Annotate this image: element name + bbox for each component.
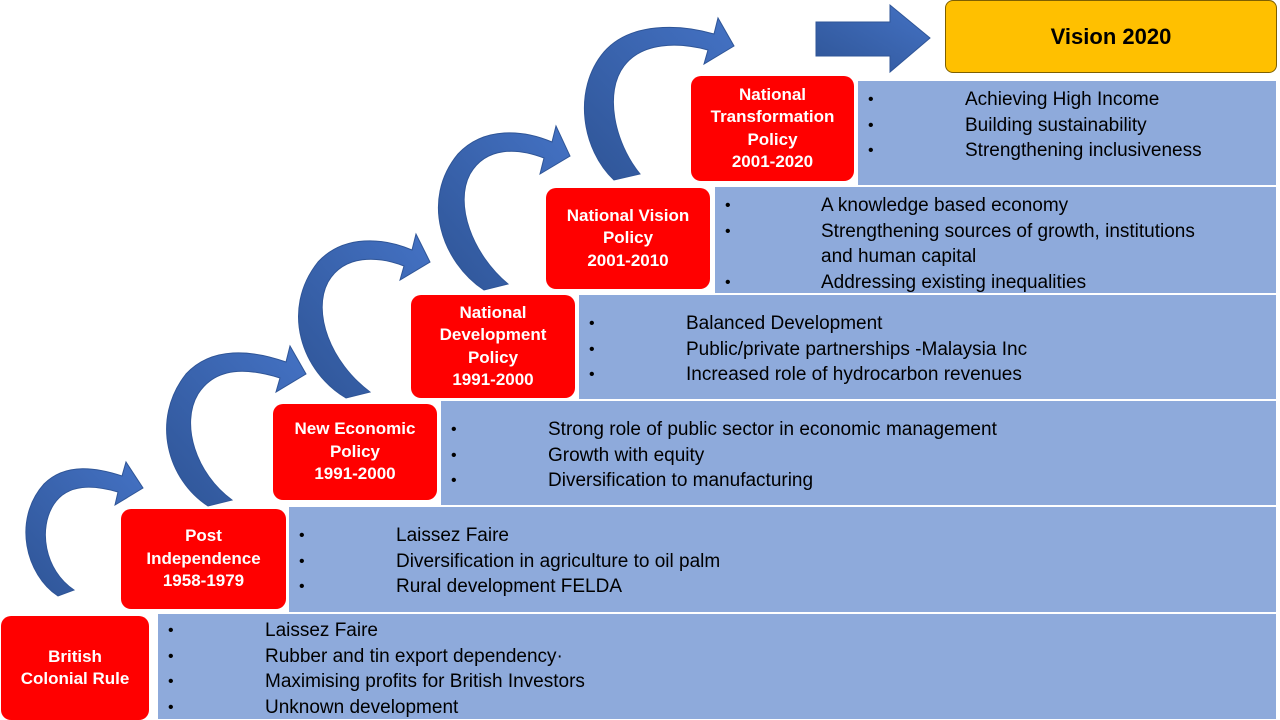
vision-2020-label: Vision 2020: [1050, 23, 1172, 49]
stage-1-point: •Maximising profits for British Investor…: [168, 671, 585, 692]
curved-arrow-icon: [584, 16, 735, 181]
stage-1-box: British Colonial Rule: [1, 616, 149, 720]
stage-4-box: National Development Policy 1991-2000: [411, 295, 575, 398]
stage-2-title: Post Independence 1958-1979: [146, 526, 261, 591]
stage-3-point: •Growth with equity: [451, 444, 705, 466]
stage-4-point: •Increased role of hydrocarbon revenues: [589, 364, 1022, 385]
stage-3-title: New Economic Policy 1991-2000: [294, 419, 416, 484]
stage-6-point: •Achieving High Income: [868, 89, 1160, 110]
stage-4-band: •Balanced Development •Public/private pa…: [578, 294, 1277, 400]
stage-1-point: •Unknown development: [168, 696, 459, 718]
vision-2020-box: Vision 2020: [945, 0, 1277, 73]
stage-6-box: National Transformation Policy 2001-2020: [691, 76, 854, 181]
stage-2-band: •Laissez Faire •Diversification in agric…: [288, 506, 1277, 613]
curved-arrow-icon: [166, 344, 307, 507]
stage-2-point: •Rural development FELDA: [299, 576, 622, 597]
stage-1-band: •Laissez Faire •Rubber and tin export de…: [157, 613, 1277, 720]
stage-2-point: •Laissez Faire: [299, 525, 509, 546]
stage-1-point: •Laissez Faire: [168, 620, 378, 641]
stage-5-box: National Vision Policy 2001-2010: [546, 188, 710, 289]
stage-2-box: Post Independence 1958-1979: [121, 509, 286, 609]
stage-5-band: •A knowledge based economy •Strengthenin…: [714, 186, 1277, 294]
stage-5-point: •Addressing existing inequalities: [725, 271, 1087, 293]
curved-arrow-icon: [298, 232, 431, 399]
stage-6-point: •Strengthening inclusiveness: [868, 140, 1202, 161]
curved-arrow-icon: [25, 460, 144, 597]
curved-arrow-icon: [437, 124, 571, 291]
stage-1-title: British Colonial Rule: [20, 646, 130, 689]
stage-6-band: •Achieving High Income •Building sustain…: [857, 80, 1277, 186]
stage-4-point: •Balanced Development: [589, 313, 883, 334]
stage-4-point: •Public/private partnerships -Malaysia I…: [589, 338, 1028, 360]
stage-1-point: •Rubber and tin export dependency·: [168, 645, 563, 667]
stage-5-point: •A knowledge based economy: [725, 195, 1069, 216]
stage-4-title: National Development Policy 1991-2000: [439, 302, 547, 390]
stage-3-box: New Economic Policy 1991-2000: [273, 404, 437, 500]
stage-6-point: •Building sustainability: [868, 114, 1147, 136]
stage-3-band: •Strong role of public sector in economi…: [440, 400, 1277, 506]
stage-3-point: •Strong role of public sector in economi…: [451, 419, 997, 440]
arrow-right-icon: [815, 3, 931, 74]
stage-2-point: •Diversification in agriculture to oil p…: [299, 550, 721, 572]
stage-3-point: •Diversification to manufacturing: [451, 470, 814, 491]
stage-6-title: National Transformation Policy 2001-2020: [710, 84, 835, 172]
stage-5-point: •Strengthening sources of growth, instit…: [725, 220, 1195, 268]
stage-5-title: National Vision Policy 2001-2010: [566, 205, 690, 270]
